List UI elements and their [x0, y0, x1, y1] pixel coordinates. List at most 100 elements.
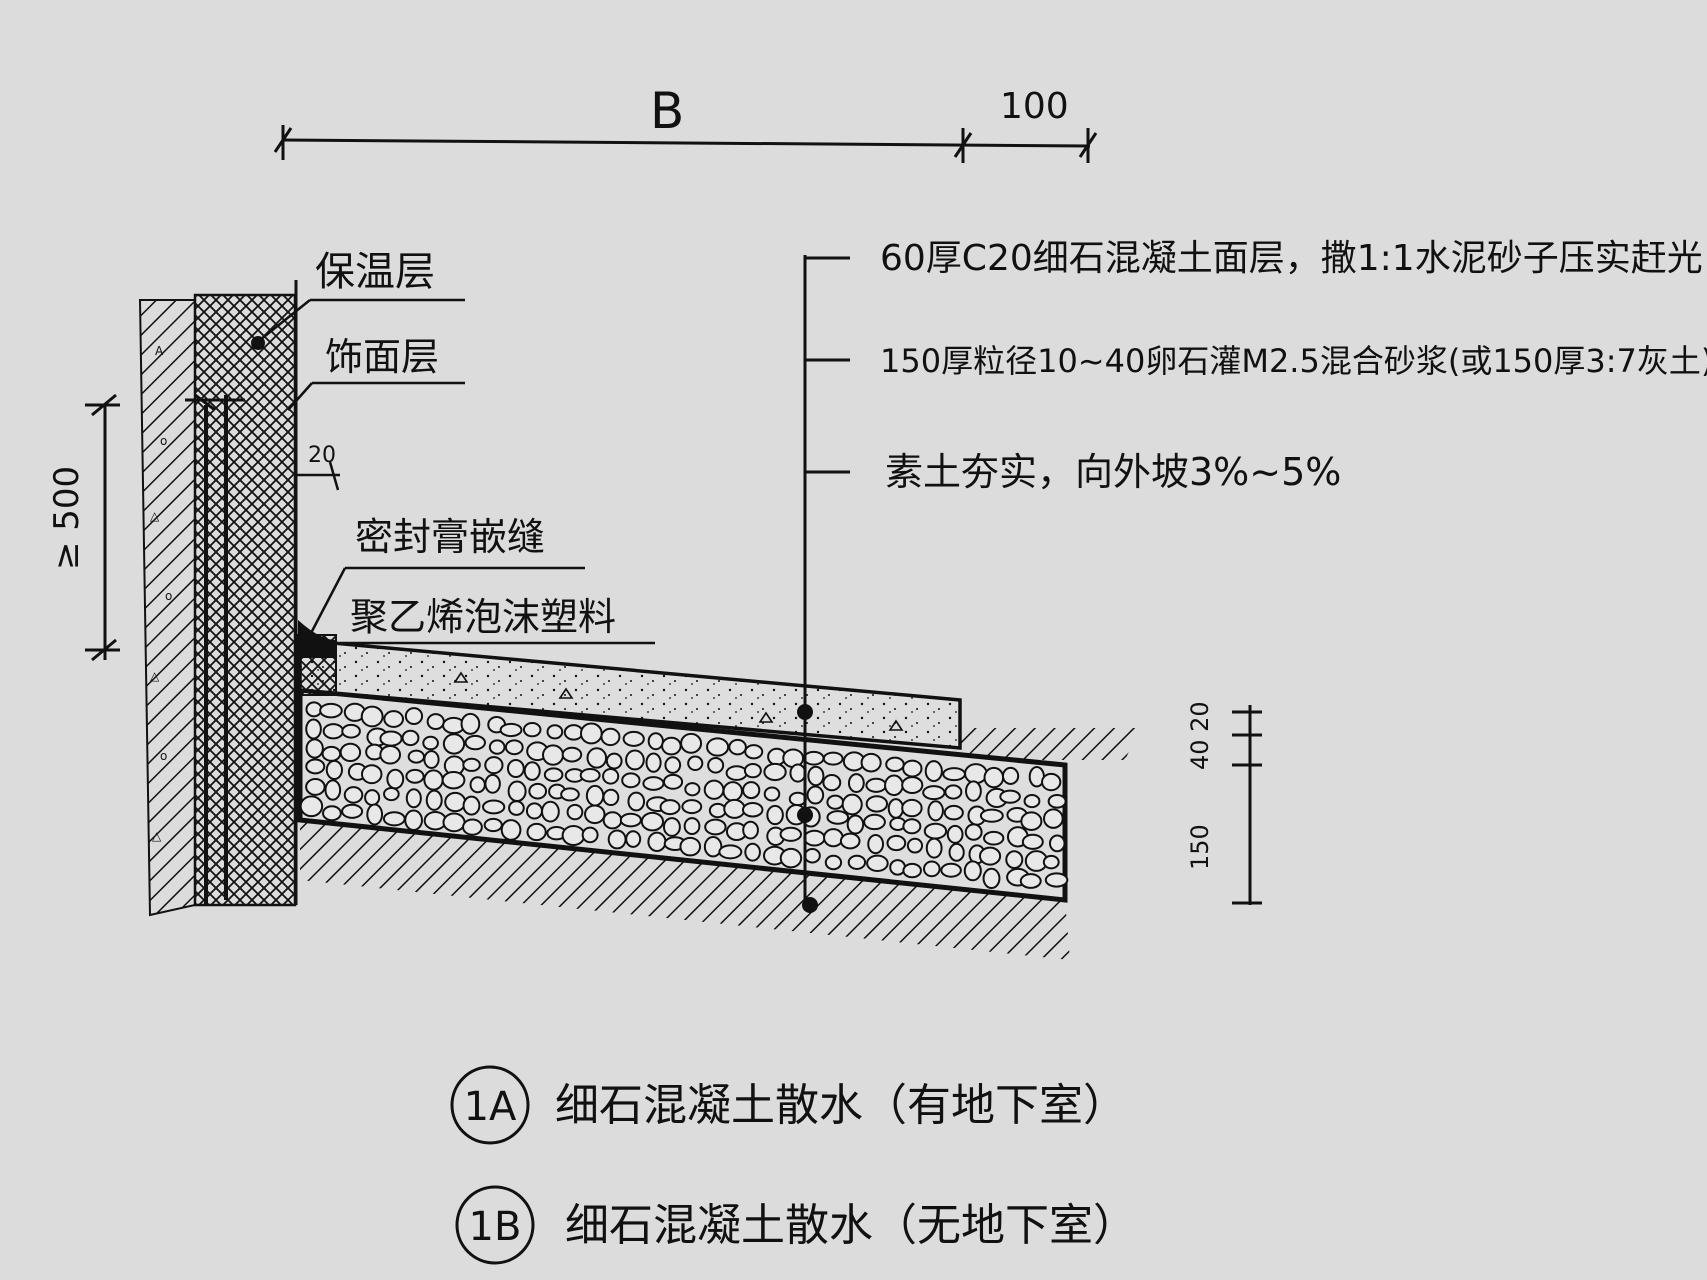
pebble — [1020, 811, 1043, 831]
pebble — [681, 799, 703, 815]
svg-text:o: o — [160, 749, 167, 763]
pebble — [507, 780, 527, 803]
pebble — [703, 779, 725, 800]
pebble — [1001, 766, 1020, 785]
pebble — [561, 746, 583, 763]
pebble — [586, 747, 608, 769]
pebble — [386, 768, 405, 790]
pebble — [983, 766, 1005, 789]
pebble — [324, 779, 342, 801]
wall-leaders — [259, 298, 655, 645]
pebble — [886, 834, 907, 852]
pebble — [1021, 833, 1044, 850]
pebble — [708, 802, 727, 819]
pebble — [305, 718, 322, 740]
dimension-thickness — [1232, 705, 1262, 905]
pebble — [1041, 772, 1062, 792]
pebble — [766, 804, 784, 826]
pebble — [865, 777, 887, 793]
callout-base-layer: 150厚粒径10~40卵石灌M2.5混合砂浆(或150厚3:7灰土) — [880, 342, 1707, 380]
pebble — [863, 813, 886, 831]
pebble — [640, 811, 665, 832]
pebble — [621, 772, 641, 789]
label-foam: 聚乙烯泡沫塑料 — [350, 595, 616, 639]
pebble — [846, 814, 865, 835]
label-finish: 饰面层 — [325, 335, 439, 379]
pebble — [504, 739, 524, 756]
pebble — [561, 824, 586, 846]
pebble — [305, 701, 323, 718]
pebble — [563, 724, 584, 741]
pebble — [444, 791, 467, 813]
caption-1a: 1A 细石混凝土散水（有地下室） — [450, 1065, 1127, 1145]
pebble — [1043, 808, 1064, 829]
pebble — [585, 784, 605, 807]
leader-dot — [797, 807, 813, 823]
pebble — [305, 738, 324, 759]
pebble — [823, 828, 844, 848]
pebble — [525, 802, 543, 820]
pebble — [943, 804, 964, 821]
pebble — [405, 768, 425, 784]
pebble — [902, 818, 922, 835]
svg-text:△: △ — [150, 509, 160, 523]
pebble — [901, 798, 923, 818]
pebble — [887, 798, 905, 819]
svg-text:o: o — [165, 589, 172, 603]
pebble — [763, 786, 781, 802]
pebble — [826, 810, 850, 825]
pebble — [744, 842, 761, 862]
svg-text:△: △ — [152, 829, 162, 843]
pebble — [664, 756, 682, 774]
pebble — [803, 829, 826, 847]
pebble — [659, 799, 681, 816]
leader-dot — [802, 897, 818, 913]
pebble — [647, 831, 667, 852]
pebble — [687, 755, 704, 772]
pebble — [360, 764, 383, 785]
pebble — [902, 759, 923, 778]
pebble — [426, 713, 445, 731]
pebble — [379, 744, 402, 765]
pebble — [963, 860, 982, 882]
layer-leader — [803, 255, 850, 905]
pebble — [499, 722, 523, 738]
pebble — [982, 867, 1001, 890]
pebble — [704, 818, 727, 836]
callout-surface-layer: 60厚C20细石混凝土面层，撒1:1水泥砂子压实赶光 — [880, 238, 1703, 279]
aggregate-mark — [558, 687, 574, 699]
pebble — [661, 736, 682, 756]
pebble — [600, 727, 621, 747]
dimension-base-thickness-label: 150 — [1186, 824, 1214, 870]
pebble — [965, 780, 982, 802]
pebble — [924, 760, 943, 783]
svg-text:o: o — [160, 434, 167, 448]
pebble — [923, 822, 948, 840]
wall-outer-hatch — [138, 299, 196, 917]
pebble — [944, 784, 963, 800]
pebble — [341, 803, 364, 819]
label-sealant: 密封膏嵌缝 — [355, 515, 545, 559]
pebble — [560, 787, 580, 802]
pebble — [826, 794, 845, 810]
pebble — [566, 803, 584, 821]
pebble — [1047, 793, 1067, 809]
pebble — [948, 842, 965, 862]
pebble — [867, 833, 885, 855]
pebble — [964, 763, 988, 785]
pebble — [404, 809, 423, 831]
dimension-offset-label: 100 — [1000, 86, 1069, 127]
pebble — [822, 774, 842, 792]
pebble — [728, 738, 747, 756]
dimension-gap-label: 20 — [308, 443, 336, 468]
pebble — [1019, 873, 1042, 889]
sealant-joint — [298, 620, 336, 658]
pebble — [806, 785, 825, 805]
pebble — [788, 791, 807, 807]
pebble — [305, 777, 326, 796]
pebble — [546, 724, 564, 740]
pebble — [404, 707, 424, 726]
pebble — [523, 761, 541, 781]
pebble — [964, 823, 983, 841]
